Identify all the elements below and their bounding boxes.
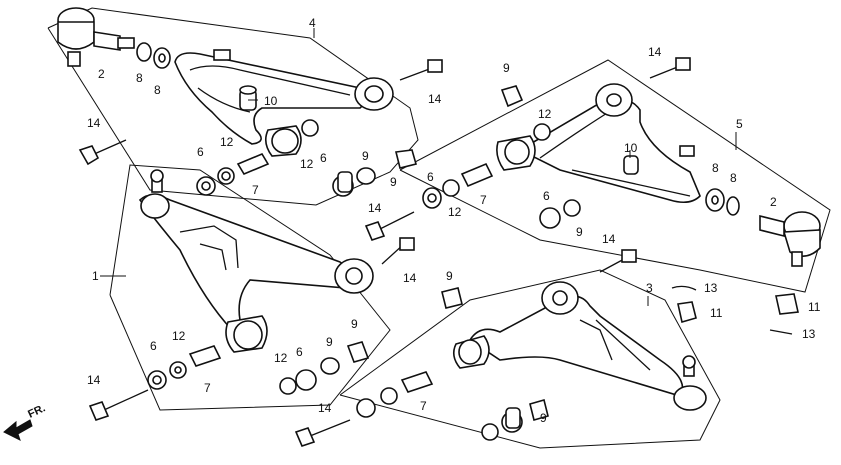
- callout-7-c: 7: [204, 381, 211, 395]
- callout-7-d: 7: [420, 399, 427, 413]
- callout-6-b: 6: [320, 151, 327, 165]
- ball-joint-upper-left: [57, 7, 135, 67]
- callout-8-a: 8: [136, 71, 143, 85]
- callout-14-g: 14: [602, 232, 616, 246]
- leader-lines: [100, 28, 737, 306]
- callout-2-right: 2: [770, 195, 777, 209]
- callout-9-f: 9: [326, 335, 333, 349]
- callout-11-b: 11: [710, 306, 723, 320]
- callout-12-a: 12: [220, 135, 234, 149]
- bushing-set-middle: [422, 123, 581, 229]
- callout-8-b: 8: [154, 83, 161, 97]
- callout-10-a: 10: [264, 94, 278, 108]
- callout-2-left: 2: [98, 67, 105, 81]
- bolt-14-lower-left: [88, 389, 149, 421]
- callout-9-d: 9: [576, 225, 583, 239]
- callout-14-h: 14: [318, 401, 332, 415]
- callout-11-a: 11: [808, 300, 821, 314]
- bushing-10-upper: [239, 85, 257, 111]
- bolt-14-lower-right: [294, 419, 351, 447]
- callout-12-b: 12: [300, 157, 314, 171]
- callout-4: 4: [309, 16, 316, 30]
- callout-14-f: 14: [87, 373, 101, 387]
- callout-labels: 2 2 1 3 4 5 6 6 6 6 6 6 7 7 7 7 8 8 8 8 …: [87, 16, 821, 425]
- callout-6-f: 6: [296, 345, 303, 359]
- callout-12-f: 12: [274, 351, 288, 365]
- assembly-outline-5: [399, 59, 831, 293]
- callout-7-a: 7: [252, 183, 259, 197]
- callout-9-a: 9: [362, 149, 369, 163]
- front-arrow-icon: [3, 419, 33, 441]
- callout-8-d: 8: [730, 171, 737, 185]
- callout-8-c: 8: [712, 161, 719, 175]
- bolt-14-left: [78, 139, 127, 166]
- bolt-14-lower-right-top: [599, 249, 637, 273]
- callout-12-d: 12: [538, 107, 552, 121]
- lower-right-bushing-set: [356, 287, 549, 441]
- callout-14-e: 14: [403, 271, 417, 285]
- callout-6-a: 6: [197, 145, 204, 159]
- callout-9-g: 9: [351, 317, 358, 331]
- upper-arm-right: [496, 83, 701, 204]
- callout-14-a: 14: [428, 92, 442, 106]
- ball-joint-right: [759, 211, 821, 267]
- bolt-14-upper-right: [399, 59, 443, 81]
- bolt-14-right-top: [649, 57, 691, 79]
- callout-13-b: 13: [802, 327, 816, 341]
- washer-nut-set-8-right: [705, 188, 740, 216]
- bolt-14-middle-2: [381, 237, 415, 265]
- callout-9-c: 9: [503, 61, 510, 75]
- callout-10-b: 10: [624, 141, 638, 155]
- washer-nut-set-8: [136, 42, 171, 69]
- callout-6-e: 6: [150, 339, 157, 353]
- front-label: FR.: [26, 402, 47, 420]
- nut-9-right-top: [500, 85, 524, 108]
- castle-nut-set-11: [671, 285, 799, 335]
- lower-arm-right: [452, 281, 707, 411]
- callout-14-c: 14: [648, 45, 662, 59]
- callout-12-e: 12: [172, 329, 186, 343]
- assembly-outline-3: [339, 269, 721, 449]
- bushing-set-top: [196, 119, 417, 197]
- bolt-14-middle: [364, 211, 415, 241]
- callout-6-c: 6: [427, 170, 434, 184]
- callout-12-c: 12: [448, 205, 462, 219]
- lower-arm-left: [138, 169, 374, 353]
- callout-13-a: 13: [704, 281, 718, 295]
- callout-14-d: 14: [368, 201, 382, 215]
- upper-arm-left: [174, 49, 394, 157]
- front-direction-indicator: FR.: [3, 402, 47, 441]
- lower-left-bushing-set: [147, 341, 370, 395]
- callout-7-b: 7: [480, 193, 487, 207]
- callout-3: 3: [646, 281, 653, 295]
- callout-14-b: 14: [87, 116, 101, 130]
- callout-6-d: 6: [543, 189, 550, 203]
- callout-9-e: 9: [446, 269, 453, 283]
- callout-1: 1: [92, 269, 99, 283]
- callout-9-h: 9: [540, 411, 547, 425]
- callout-5: 5: [736, 117, 743, 131]
- callout-9-b: 9: [390, 175, 397, 189]
